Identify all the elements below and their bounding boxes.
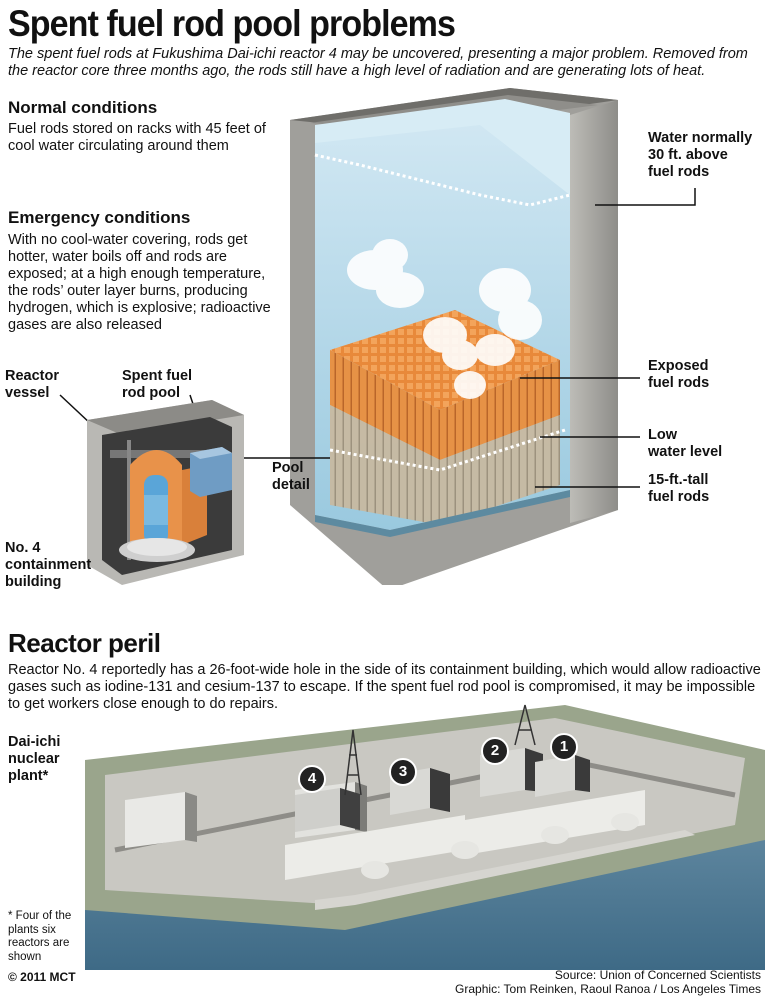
- label-line: Pool: [272, 460, 304, 476]
- reactor-3-marker: 3: [389, 758, 417, 786]
- label-line: Spent fuel: [122, 368, 193, 384]
- label-daiichi-plant: Dai-ichi nuclear plant*: [8, 734, 60, 785]
- label-line: Low: [648, 427, 677, 443]
- reactor-peril-heading: Reactor peril: [8, 628, 161, 658]
- credits: Source: Union of Concerned Scientists Gr…: [455, 968, 761, 996]
- label-water-normally: Water normally 30 ft. above fuel rods: [648, 130, 752, 181]
- label-line: 15-ft.-tall: [648, 472, 709, 488]
- label-exposed-fuel-rods: Exposed fuel rods: [648, 358, 709, 392]
- label-line: detail: [272, 477, 310, 493]
- emergency-conditions-text: With no cool-water covering, rods get ho…: [8, 232, 271, 333]
- plant-footnote: * Four of the plants six reactors are sh…: [8, 910, 72, 963]
- label-line: fuel rods: [648, 164, 710, 180]
- label-line: No. 4: [5, 540, 41, 556]
- label-line: rod pool: [122, 385, 180, 401]
- label-line: vessel: [5, 385, 50, 401]
- label-spent-fuel-rod-pool: Spent fuel rod pool: [122, 368, 192, 402]
- label-line: containment: [5, 557, 92, 573]
- credit-source: Source: Union of Concerned Scientists: [554, 968, 761, 982]
- normal-conditions-text: Fuel rods stored on racks with 45 feet o…: [8, 121, 266, 154]
- label-line: Water normally: [648, 130, 753, 146]
- label-line: plant*: [8, 768, 49, 784]
- label-low-water-level: Low water level: [648, 427, 722, 461]
- plant-aerial-illustration: [85, 704, 765, 970]
- label-line: nuclear: [8, 751, 60, 767]
- reactor-4-marker: 4: [298, 765, 326, 793]
- label-line: Dai-ichi: [8, 734, 61, 750]
- fuel-pool-illustration: [290, 88, 618, 585]
- emergency-conditions-heading: Emergency conditions: [8, 208, 191, 227]
- reactor-2-marker: 2: [481, 737, 509, 765]
- label-line: 30 ft. above: [648, 147, 728, 163]
- label-line: fuel rods: [648, 489, 710, 505]
- label-line: Reactor: [5, 368, 59, 384]
- containment-building-illustration: [87, 400, 244, 585]
- label-line: building: [5, 574, 62, 590]
- reactor-1-marker: 1: [550, 733, 578, 761]
- label-line: fuel rods: [648, 375, 710, 391]
- label-line: water level: [648, 444, 723, 460]
- intro-text: The spent fuel rods at Fukushima Dai-ich…: [8, 46, 748, 79]
- reactor-peril-text: Reactor No. 4 reportedly has a 26-foot-w…: [8, 662, 761, 712]
- credit-graphic: Graphic: Tom Reinken, Raoul Ranoa / Los …: [455, 982, 761, 996]
- normal-conditions-heading: Normal conditions: [8, 98, 158, 117]
- label-pool-detail: Pool detail: [272, 460, 310, 494]
- label-15ft-fuel-rods: 15-ft.-tall fuel rods: [648, 472, 709, 506]
- page-title: Spent fuel rod pool problems: [8, 3, 456, 44]
- label-containment-building: No. 4 containment building: [5, 540, 91, 591]
- label-line: Exposed: [648, 358, 709, 374]
- copyright: © 2011 MCT: [8, 970, 76, 984]
- label-reactor-vessel: Reactor vessel: [5, 368, 59, 402]
